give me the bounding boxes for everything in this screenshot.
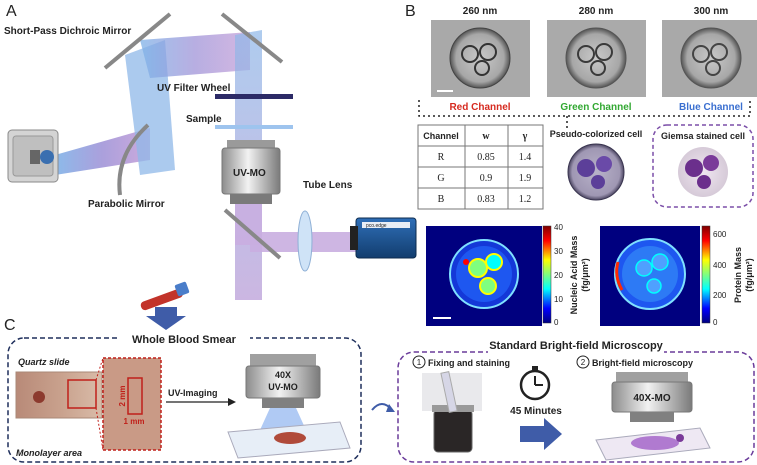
parabolic-mirror: [117, 123, 150, 196]
table-cell: 1.2: [519, 194, 532, 205]
down-arrow-icon: [146, 307, 186, 330]
standard-title: Standard Bright-field Microscopy: [489, 340, 663, 352]
pseudo-colorized-cell: [567, 143, 625, 201]
step1-circle: [412, 355, 426, 369]
table-cell: 1.4: [519, 152, 532, 163]
panel-label-c: C: [4, 317, 16, 334]
brightfield-objective: [595, 372, 711, 461]
blood-drop: [33, 391, 45, 403]
uv-mo-objective: [221, 140, 281, 204]
nucleic-acid-label: Nucleic Acid Mass: [569, 236, 579, 315]
wavelength-label-1: 260 nm: [463, 6, 498, 17]
protein-colorbar: [701, 225, 711, 324]
colorbar-tick: 40: [554, 223, 563, 232]
monolayer-label: Monolayer area: [16, 448, 82, 458]
uv-objective-40x: [227, 354, 351, 459]
nucleic-acid-map: [426, 226, 542, 326]
tube-lens-label: Tube Lens: [303, 180, 353, 191]
colorbar-tick: 0: [554, 318, 559, 327]
short-pass-label: Short-Pass Dichroic Mirror: [4, 26, 131, 37]
giemsa-stained-cell: [678, 147, 728, 197]
dichroic-mirror-left: [103, 12, 172, 70]
uv-filter-wheel-label: UV Filter Wheel: [157, 83, 231, 94]
time-label: 45 Minutes: [510, 406, 562, 417]
channel-bracket: [418, 100, 751, 117]
table-cell: 1.9: [519, 173, 532, 184]
red-channel-label: Red Channel: [449, 102, 510, 113]
right-arrow-icon: [520, 418, 562, 450]
objective-40x-line1: 40X: [275, 370, 291, 380]
objective-40x-line2: UV-MO: [268, 382, 298, 392]
quartz-slide: [15, 371, 103, 419]
scale-bar: [437, 90, 453, 92]
nucleic-colorbar: [542, 225, 552, 324]
panel-label-a: A: [6, 3, 17, 20]
nucleic-acid-unit: (fg/μm²): [580, 258, 590, 292]
quartz-label: Quartz slide: [18, 357, 70, 367]
table-cell: B: [438, 194, 445, 205]
protein-mass-label: Protein Mass: [733, 247, 743, 303]
uv-image-280: [547, 20, 646, 97]
step1-label: Fixing and staining: [428, 358, 510, 368]
blood-tube-icon: [140, 281, 190, 311]
colorbar-tick: 200: [713, 291, 727, 300]
table-cell: 0.83: [477, 194, 495, 205]
light-path: [55, 30, 365, 300]
dim-1mm: 1 mm: [124, 417, 145, 426]
table-cell: 0.85: [477, 152, 495, 163]
dichroic-mirror-right: [220, 12, 284, 64]
table-cell: G: [437, 173, 444, 184]
blue-channel-label: Blue Channel: [679, 102, 743, 113]
zoom-box: [67, 379, 97, 409]
table-header-gamma: γ: [522, 131, 528, 142]
colorbar-tick: 600: [713, 230, 727, 239]
step2-label: Bright-field microscopy: [592, 358, 693, 368]
table-cell: 0.9: [480, 173, 493, 184]
step2-number: 2: [581, 358, 586, 367]
pseudo-label: Pseudo-colorized cell: [550, 129, 643, 139]
colorbar-tick: 20: [554, 271, 563, 280]
protein-mass-unit: (fg/μm²): [744, 258, 754, 292]
giemsa-box: [652, 124, 754, 208]
uv-filter-wheel: [215, 94, 293, 99]
sample-slide: [215, 125, 293, 129]
uv-image-300: [662, 20, 757, 97]
green-channel-label: Green Channel: [560, 102, 631, 113]
arrow-head-icon: [228, 398, 236, 406]
camera-brand: pco.edge: [366, 223, 387, 229]
parabolic-mirror-label: Parabolic Mirror: [88, 199, 165, 210]
uv-imaging-label: UV-Imaging: [168, 388, 218, 398]
colorbar-tick: 400: [713, 261, 727, 270]
uv-image-260: [431, 20, 530, 97]
compare-arrow-head-icon: [386, 404, 395, 412]
objective-label: UV-MO: [233, 168, 266, 179]
table-header-w: w: [482, 131, 490, 142]
colorbar-tick: 10: [554, 295, 563, 304]
staining-jar: [422, 371, 482, 453]
protein-mass-map: [600, 226, 700, 326]
roi-box: [127, 377, 143, 415]
wavelength-label-3: 300 nm: [694, 6, 729, 17]
tube-lens: [297, 210, 313, 272]
smear-title: Whole Blood Smear: [132, 334, 237, 346]
fold-mirror: [223, 208, 282, 260]
bf-objective-label: 40X-MO: [633, 393, 670, 404]
step2-circle: [576, 355, 590, 369]
colorbar-tick: 30: [554, 247, 563, 256]
wavelength-label-2: 280 nm: [579, 6, 614, 17]
table-header-channel: Channel: [423, 131, 459, 141]
table-cell: R: [438, 152, 445, 163]
timer-icon: [519, 366, 551, 401]
giemsa-label: Giemsa stained cell: [661, 131, 745, 141]
dim-2mm: 2 mm: [118, 386, 127, 407]
light-source: [7, 129, 59, 183]
monolayer-zoom: [102, 357, 162, 451]
colorbar-tick: 0: [713, 318, 718, 327]
panel-label-b: B: [405, 3, 416, 20]
camera: [350, 217, 417, 259]
channel-table: [417, 124, 544, 210]
step1-number: 1: [417, 358, 422, 367]
sample-label: Sample: [186, 114, 222, 125]
